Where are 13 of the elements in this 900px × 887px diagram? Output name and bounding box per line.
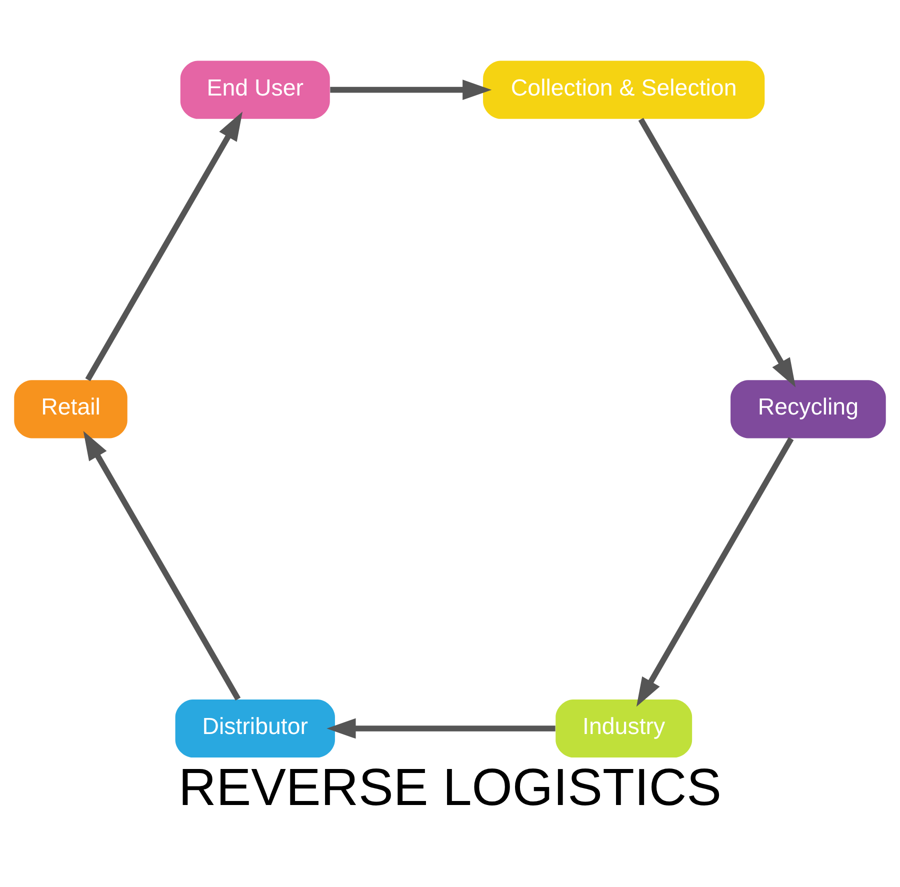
arrow (638, 117, 796, 387)
arrow (326, 718, 556, 738)
node-box: Recycling (730, 380, 886, 438)
arrow (636, 436, 794, 706)
node-box: Collection & Selection (483, 60, 765, 118)
node-box: Industry (556, 698, 692, 758)
arrow (330, 79, 492, 100)
node-box: Retail (14, 380, 128, 438)
arrow (85, 111, 243, 381)
node-box: End User (180, 60, 330, 118)
node-box: Distributor (175, 698, 335, 758)
arrow (83, 430, 241, 700)
diagram-title: REVERSE LOGISTICS (178, 758, 722, 817)
